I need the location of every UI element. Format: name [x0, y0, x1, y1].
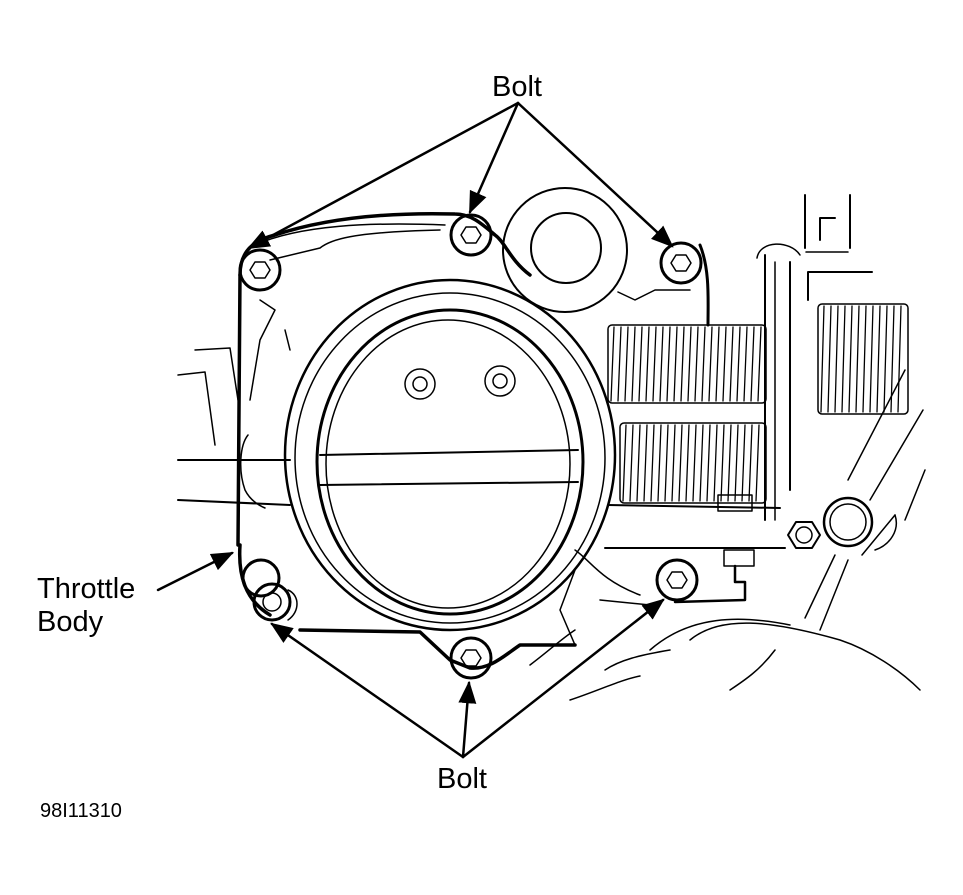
coil-fin-upper [652, 326, 657, 402]
coil-fin-upper [673, 326, 678, 402]
coil-fin-upper [694, 326, 699, 402]
coil-fin-upper [659, 326, 664, 402]
leader-line-throttle-body [156, 551, 235, 592]
coil-fin-upper [617, 326, 622, 402]
coil-fins-upper [607, 324, 767, 404]
intake-manifold-curves [529, 618, 921, 701]
coil-fin-lower [755, 424, 760, 502]
coil-fin-lower [706, 424, 711, 502]
coil-fin-lower [741, 424, 746, 502]
coil-fin-right [876, 305, 881, 413]
bolt-upper-right [659, 241, 703, 285]
coil-fin-upper [750, 326, 755, 402]
bolt-upper-center [449, 213, 493, 257]
coil-fin-upper [729, 326, 734, 402]
figure-id: 98I11310 [40, 800, 122, 822]
coil-fin-right [841, 305, 846, 413]
coil-fin-right [890, 305, 895, 413]
coil-fins-right [817, 303, 909, 415]
coil-fin-lower [657, 424, 662, 502]
coil-fin-upper [631, 326, 636, 402]
coil-fin-lower [685, 424, 690, 502]
coil-fin-upper [722, 326, 727, 402]
bolt-lower-left [241, 558, 298, 622]
coil-fin-lower [734, 424, 739, 502]
coil-fin-lower [636, 424, 641, 502]
coil-fin-upper [701, 326, 706, 402]
bolt-label-bottom: Bolt [437, 763, 487, 795]
coil-fin-right [862, 305, 867, 413]
coil-fin-right [848, 305, 853, 413]
coil-fin-right [883, 305, 888, 413]
coil-fin-upper [680, 326, 685, 402]
coil-fin-lower [678, 424, 683, 502]
bolt-label-top: Bolt [492, 71, 542, 103]
coil-fin-upper [645, 326, 650, 402]
coil-fin-upper [736, 326, 741, 402]
throttle-bore [283, 278, 617, 632]
coil-fin-upper [757, 326, 762, 402]
coil-fin-lower [643, 424, 648, 502]
coil-fin-right [869, 305, 874, 413]
coil-fin-upper [610, 326, 615, 402]
coil-fin-right [820, 305, 825, 413]
coil-fin-upper [743, 326, 748, 402]
right-fittings [787, 369, 926, 631]
coil-fin-lower [692, 424, 697, 502]
right-bracket [604, 194, 873, 604]
coil-fin-upper [708, 326, 713, 402]
coil-fin-lower [748, 424, 753, 502]
throttle-body-label-line2: Body [37, 606, 104, 638]
pulley-boss [502, 187, 628, 313]
bolt-lower-center [449, 636, 493, 680]
leader-lines-top [247, 101, 674, 250]
coil-fin-right [897, 305, 902, 413]
bolt-lower-right [655, 558, 699, 602]
coil-fin-right [834, 305, 839, 413]
throttle-body-label: Throttle Body [37, 573, 135, 639]
left-pipe [177, 347, 291, 509]
coil-fin-lower [720, 424, 725, 502]
coil-fin-right [827, 305, 832, 413]
coil-fin-lower [622, 424, 627, 502]
coil-fin-lower [727, 424, 732, 502]
coil-fin-upper [624, 326, 629, 402]
throttle-body-label-line1: Throttle [37, 573, 136, 605]
coil-fin-lower [629, 424, 634, 502]
coil-fin-lower [713, 424, 718, 502]
coil-fin-upper [638, 326, 643, 402]
bolt-upper-left [238, 248, 282, 292]
coil-fin-right [855, 305, 860, 413]
coil-fin-upper [666, 326, 671, 402]
coil-fin-upper [687, 326, 692, 402]
coil-fin-lower [671, 424, 676, 502]
coil-fin-lower [699, 424, 704, 502]
coil-fin-lower [650, 424, 655, 502]
leader-lines-bottom [270, 598, 665, 759]
coil-fin-lower [664, 424, 669, 502]
coil-fin-upper [715, 326, 720, 402]
